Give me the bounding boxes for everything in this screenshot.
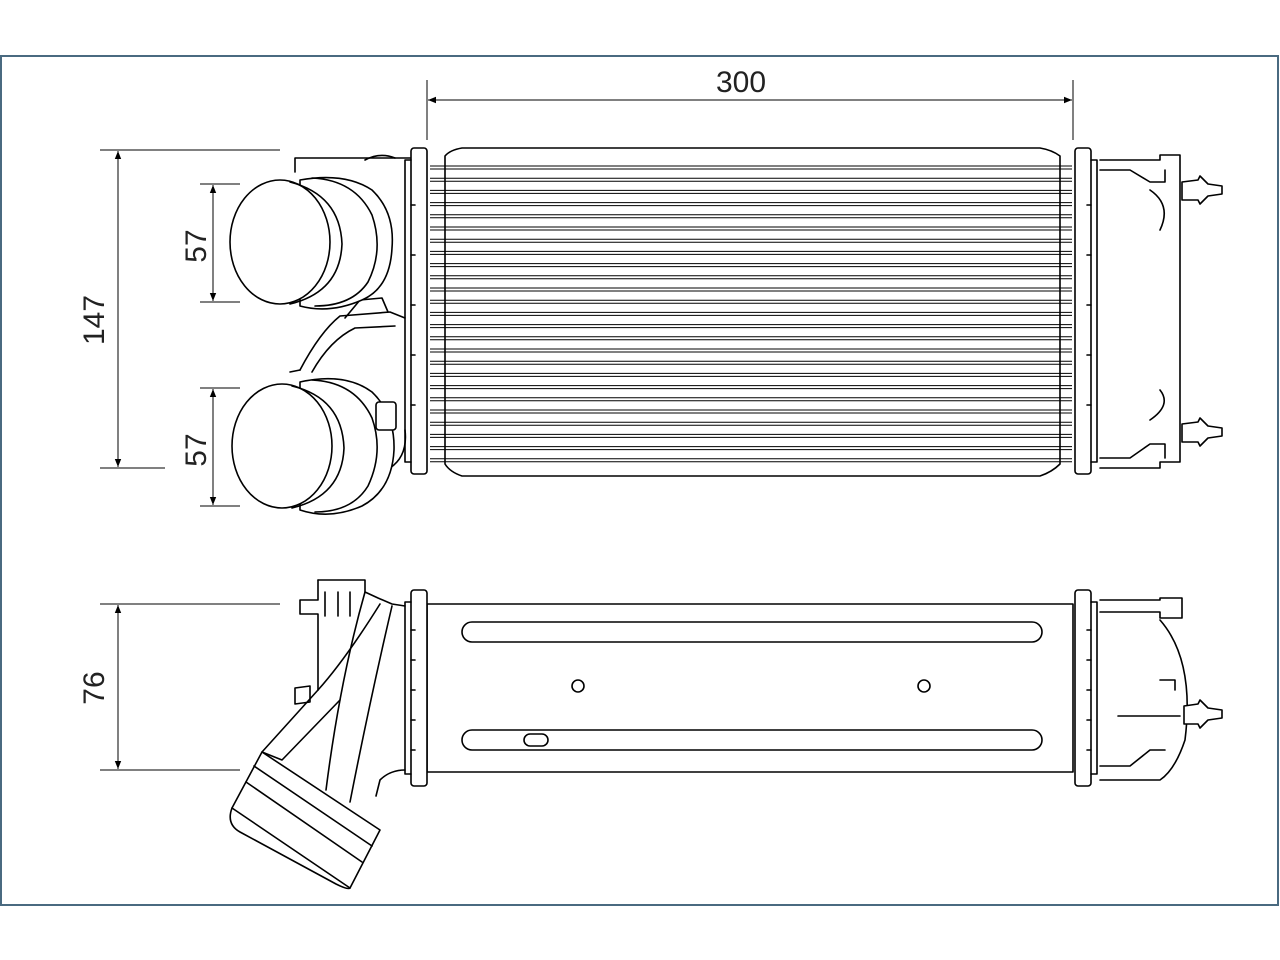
fin-line (430, 324, 1072, 329)
right-tank-plate (1074, 147, 1092, 475)
fin-line (430, 189, 1072, 194)
fin-line (430, 238, 1072, 243)
fin-line (430, 446, 1072, 451)
left-tank (229, 154, 411, 515)
fin-line (430, 275, 1072, 280)
outlet-lower (231, 377, 397, 515)
fin-line (430, 202, 1072, 207)
outlet-upper (229, 176, 394, 310)
mounting-pin-lower (1181, 417, 1223, 447)
mounting-pin-upper (1181, 175, 1223, 205)
fin-line (430, 177, 1072, 182)
slot-lower (461, 729, 1043, 751)
side-outlet-pipe (229, 751, 381, 890)
fin-line (430, 165, 1072, 170)
slot-upper (461, 621, 1043, 643)
right-end-bracket (1099, 154, 1223, 469)
dimension-height-label: 147 (78, 295, 111, 345)
fin-line (430, 348, 1072, 353)
mount-hole-left (571, 679, 585, 693)
side-mounting-pin (1183, 699, 1223, 729)
mount-hole-right (917, 679, 931, 693)
fin-line (430, 214, 1072, 219)
fin-line (430, 421, 1072, 426)
fin-line (430, 311, 1072, 316)
fin-line (430, 458, 1072, 463)
fin-line (430, 360, 1072, 365)
dimension-depth: 76 (78, 603, 280, 771)
fin-line (430, 226, 1072, 231)
dimension-width: 300 (426, 66, 1074, 140)
side-view: 76 (78, 579, 1223, 890)
cooling-fins (430, 165, 1072, 463)
fin-line (430, 385, 1072, 390)
fin-line (430, 336, 1072, 341)
fin-line (430, 433, 1072, 438)
dimension-depth-label: 76 (78, 671, 111, 704)
top-view: 300 147 57 57 (78, 66, 1223, 515)
fin-line (430, 397, 1072, 402)
side-left-tank (229, 579, 406, 890)
fin-line (430, 299, 1072, 304)
dimension-width-label: 300 (716, 66, 766, 99)
dimension-outlet-lower-label: 57 (180, 433, 213, 466)
dimension-outlet-upper-label: 57 (180, 229, 213, 262)
fin-line (430, 372, 1072, 377)
dimension-outlet-lower: 57 (180, 387, 240, 507)
left-tank-plate (410, 147, 428, 475)
dimension-outlet-upper: 57 (180, 183, 240, 303)
side-body (426, 603, 1074, 773)
fin-line (430, 409, 1072, 414)
side-right-bracket (1099, 597, 1223, 781)
fin-line (430, 250, 1072, 255)
dimension-height: 147 (78, 149, 280, 469)
fin-line (430, 263, 1072, 268)
fin-line (430, 287, 1072, 292)
